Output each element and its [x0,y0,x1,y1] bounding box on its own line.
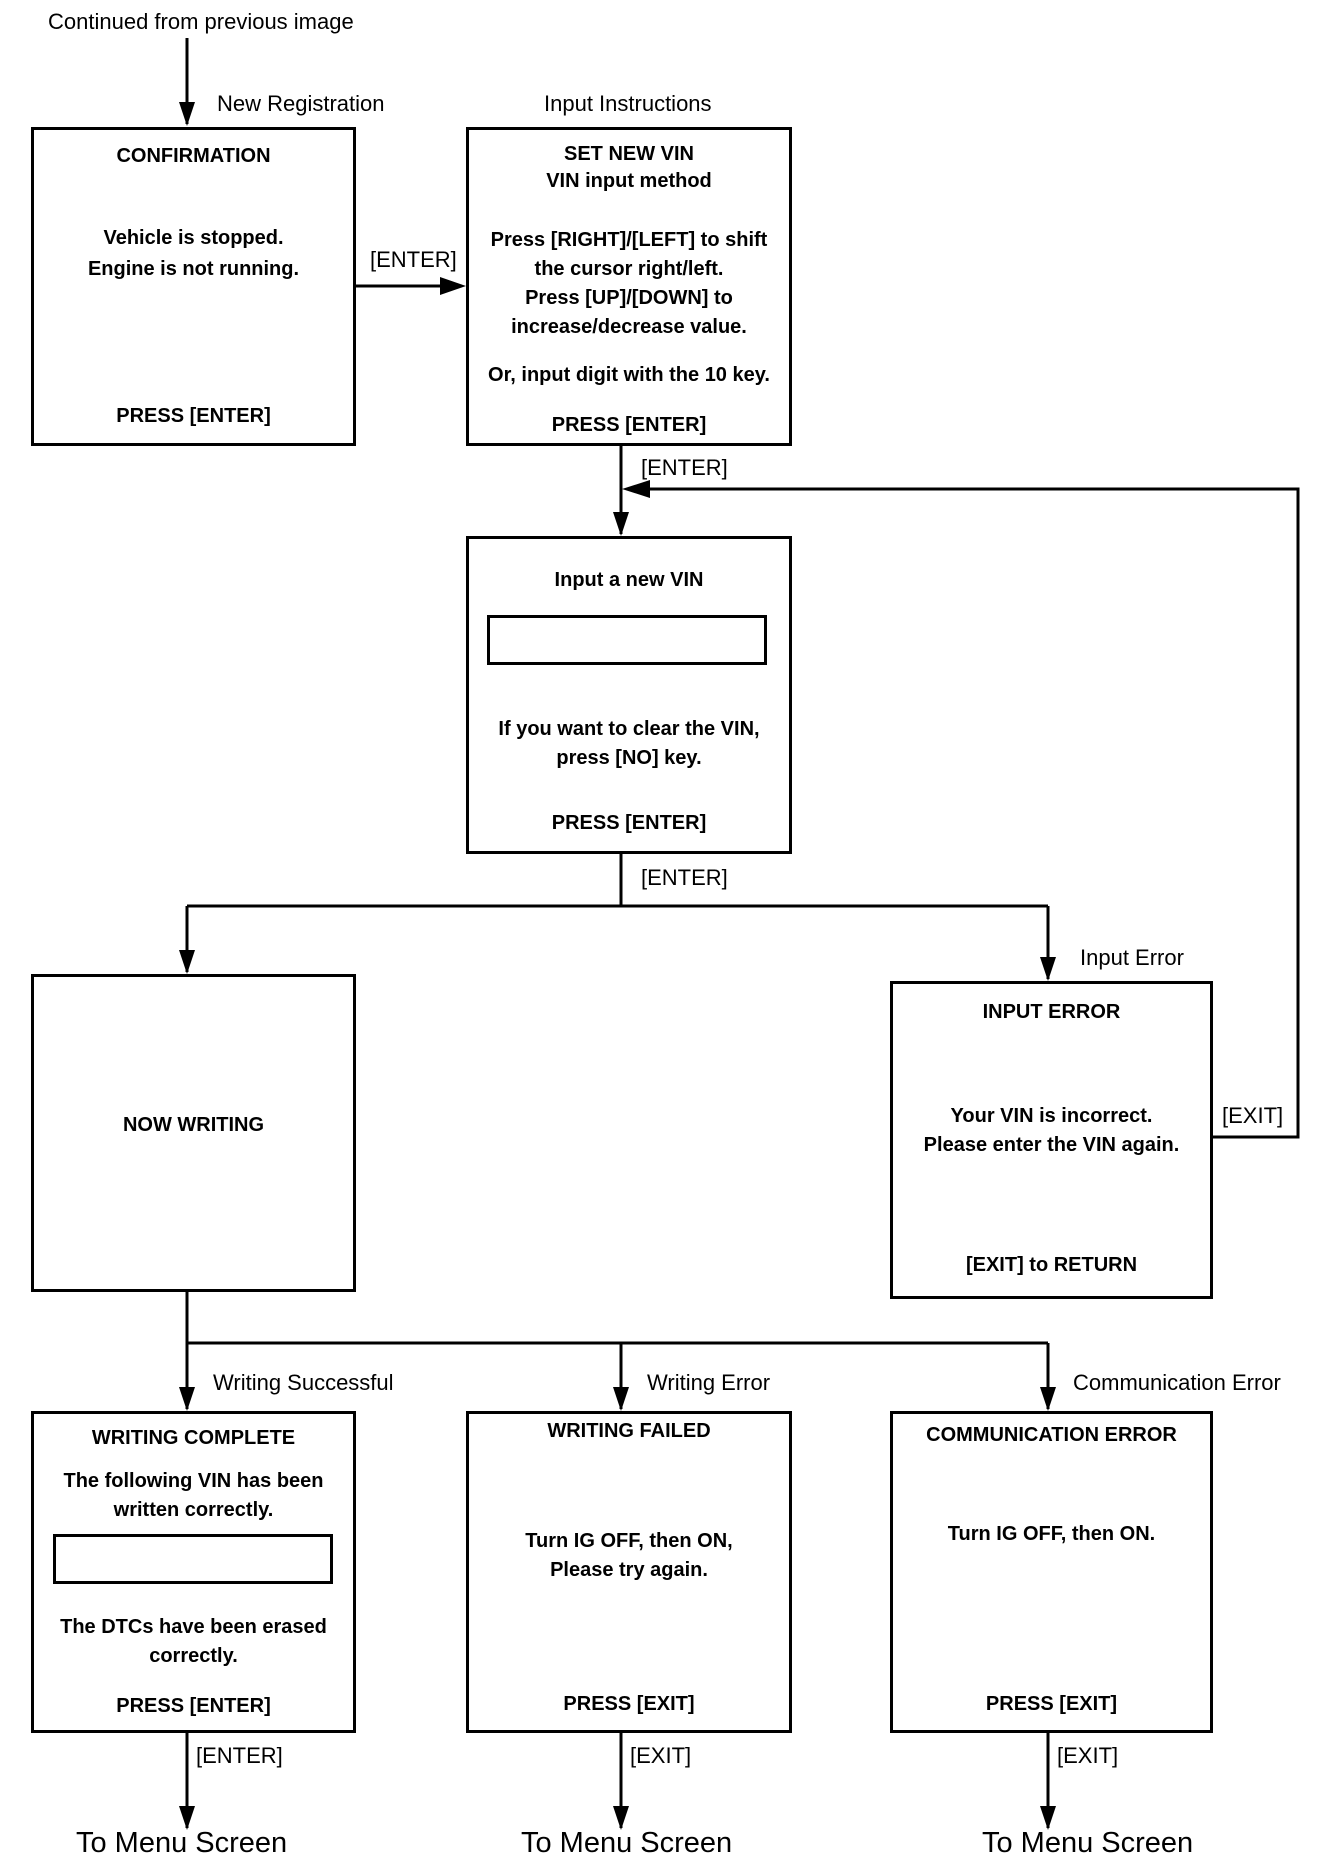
arrowhead-confirm-to-setvin [440,277,466,295]
label-exit-failed: [EXIT] [630,1743,692,1768]
input-vin-line-1: If you want to clear the VIN, [498,718,760,740]
label-enter-setvin: [ENTER] [641,455,728,480]
arrowhead-setvin-to-input [613,512,629,536]
writing-failed-line-2: Please try again. [550,1559,708,1581]
writing-failed-line-1: Turn IG OFF, then ON, [525,1530,733,1552]
communication-error-footer: PRESS [EXIT] [985,1693,1118,1715]
label-enter-confirm: [ENTER] [370,247,457,272]
arrowhead-complete-to-menu [179,1806,195,1830]
set-new-vin-line-4: increase/decrease value. [511,316,747,338]
communication-error-title: COMMUNICATION ERROR [926,1424,1177,1446]
confirmation-screen: CONFIRMATION Vehicle is stopped. Engine … [31,127,356,446]
label-input-instructions: Input Instructions [544,91,712,116]
set-new-vin-line-2: the cursor right/left. [534,258,724,280]
arrow-error-return-loop [640,487,1300,1139]
label-writing-successful: Writing Successful [213,1370,394,1395]
input-vin-footer: PRESS [ENTER] [551,812,707,834]
arrowhead-to-input-error [1040,957,1056,981]
arrowhead-commerror-to-menu [1040,1806,1056,1830]
arrowhead-to-writing-complete [179,1387,195,1411]
set-new-vin-title: SET NEW VIN [563,143,694,165]
communication-error-screen: COMMUNICATION ERROR Turn IG OFF, then ON… [890,1411,1213,1733]
arrowhead-to-writing-failed [613,1387,629,1411]
destination-menu-right: To Menu Screen [982,1827,1194,1859]
destination-menu-left: To Menu Screen [76,1827,288,1859]
written-vin-field [53,1534,333,1584]
communication-error-line-1: Turn IG OFF, then ON. [947,1523,1156,1545]
writing-failed-title: WRITING FAILED [547,1420,711,1442]
writing-complete-line-4: correctly. [149,1645,238,1667]
label-writing-error: Writing Error [647,1370,771,1395]
top-note: Continued from previous image [48,9,354,34]
label-exit-commerror: [EXIT] [1057,1743,1119,1768]
input-error-screen: INPUT ERROR Your VIN is incorrect. Pleas… [890,981,1213,1299]
writing-complete-line-2: written correctly. [113,1499,274,1521]
writing-complete-line-1: The following VIN has been [63,1470,324,1492]
vin-input-field[interactable] [487,615,767,665]
input-error-title: INPUT ERROR [982,1001,1121,1023]
confirmation-line-1: Vehicle is stopped. [103,227,284,249]
writing-complete-title: WRITING COMPLETE [91,1427,296,1449]
destination-menu-middle: To Menu Screen [521,1827,733,1859]
writing-complete-footer: PRESS [ENTER] [116,1695,271,1717]
arrowhead-error-return [622,480,650,498]
label-enter-input: [ENTER] [641,865,728,890]
confirmation-footer: PRESS [ENTER] [116,405,271,427]
set-new-vin-subtitle: VIN input method [546,170,712,192]
confirmation-line-2: Engine is not running. [87,258,300,280]
writing-complete-line-3: The DTCs have been erased [60,1616,327,1638]
now-writing-screen: NOW WRITING [31,974,356,1292]
label-communication-error: Communication Error [1073,1370,1281,1395]
arrowhead-entry [179,102,195,126]
arrowhead-to-communication-error [1040,1387,1056,1411]
arrowhead-to-now-writing [179,950,195,974]
confirmation-title: CONFIRMATION [116,145,271,167]
set-new-vin-line-3: Press [UP]/[DOWN] to [525,287,733,309]
writing-failed-footer: PRESS [EXIT] [563,1693,695,1715]
set-new-vin-line-1: Press [RIGHT]/[LEFT] to shift [490,229,768,251]
input-vin-screen: Input a new VIN If you want to clear the… [466,536,792,854]
input-error-line-2: Please enter the VIN again. [923,1134,1180,1156]
label-input-error: Input Error [1080,945,1184,970]
writing-complete-screen: WRITING COMPLETE The following VIN has b… [31,1411,356,1733]
arrowhead-failed-to-menu [613,1806,629,1830]
label-new-registration: New Registration [217,91,385,116]
now-writing-title: NOW WRITING [122,1114,265,1136]
set-new-vin-screen: SET NEW VIN VIN input method Press [RIGH… [466,127,792,446]
set-new-vin-footer: PRESS [ENTER] [551,414,707,436]
input-vin-title: Input a new VIN [554,569,704,591]
input-error-footer: [EXIT] to RETURN [965,1254,1138,1276]
writing-failed-screen: WRITING FAILED Turn IG OFF, then ON, Ple… [466,1411,792,1733]
label-exit-input-error: [EXIT] [1222,1103,1284,1128]
set-new-vin-line-5: Or, input digit with the 10 key. [488,364,770,386]
input-vin-line-2: press [NO] key. [556,747,702,769]
input-error-line-1: Your VIN is incorrect. [950,1105,1153,1127]
label-enter-complete: [ENTER] [196,1743,283,1768]
